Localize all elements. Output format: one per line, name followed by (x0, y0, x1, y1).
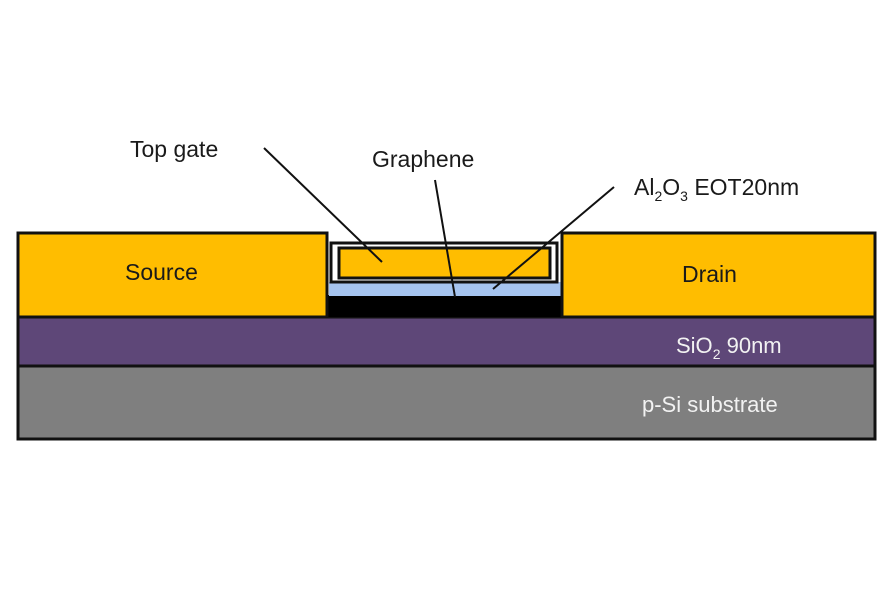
dielectric-layer (329, 282, 561, 296)
top-gate (337, 246, 552, 280)
oxide-label-rest: 90nm (720, 333, 781, 358)
dielectric-callout: Al2O3 EOT20nm (634, 174, 799, 204)
graphene-leader (434, 179, 456, 298)
oxide-label: SiO2 90nm (676, 333, 782, 362)
graphene-channel (326, 295, 564, 317)
dielectric-rest: EOT20nm (688, 174, 799, 200)
substrate-label: p-Si substrate (642, 392, 778, 417)
dielectric-sub1: 2 (654, 188, 662, 204)
substrate-layer (16, 364, 877, 441)
drain-contact (560, 231, 877, 319)
dielectric-part2: O (662, 174, 680, 200)
oxide-label-main: SiO (676, 333, 713, 358)
dielectric-sub2: 3 (680, 188, 688, 204)
source-label: Source (125, 259, 198, 285)
top-gate-callout: Top gate (130, 136, 218, 162)
oxide-layer (16, 315, 877, 368)
source-contact (16, 231, 329, 319)
graphene-callout: Graphene (372, 146, 474, 172)
dielectric-part1: Al (634, 174, 654, 200)
dielectric-leader (492, 186, 615, 290)
oxide-label-sub: 2 (713, 346, 721, 362)
drain-label: Drain (682, 261, 737, 287)
top-gate-leader (263, 147, 383, 263)
